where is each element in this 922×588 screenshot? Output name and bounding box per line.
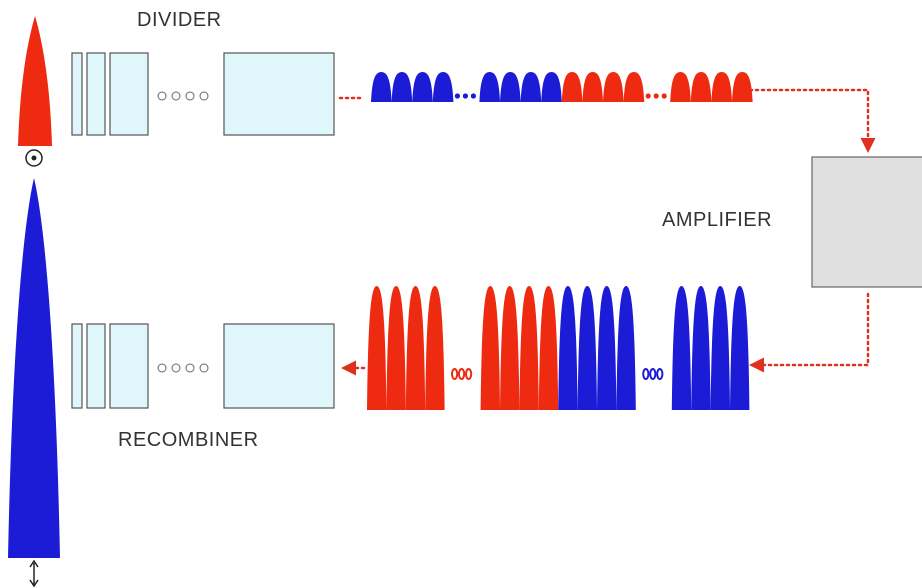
red-pulse — [603, 72, 624, 102]
blue-pulse — [616, 286, 636, 410]
red-pulse — [367, 286, 387, 410]
arrow-amplifier-to-train — [749, 292, 870, 373]
red-pulse — [500, 286, 520, 410]
blue-pulse — [479, 72, 500, 102]
divider-pulse-train — [371, 72, 753, 102]
red-pulse — [561, 72, 583, 102]
blue-pulse — [671, 286, 692, 410]
double-arrow-icon — [29, 559, 39, 588]
blue-pulse — [541, 72, 562, 102]
red-pulse — [519, 286, 539, 410]
red-pulse — [405, 286, 426, 410]
blue-pulse — [432, 72, 454, 102]
amplifier-box — [811, 156, 922, 288]
red-pulse — [386, 286, 406, 410]
red-pulse — [623, 72, 645, 102]
blue-pulse — [520, 72, 542, 102]
blue-pulse — [597, 286, 617, 410]
red-pulse — [732, 72, 753, 102]
pulse-gap-ellipsis — [645, 93, 667, 99]
pulse-gap-ellipsis — [454, 93, 476, 99]
red-pulse — [711, 72, 732, 102]
divider-plates — [71, 52, 335, 136]
red-pulse — [538, 286, 559, 410]
red-pulse — [690, 72, 712, 102]
red-beam-shape — [18, 16, 52, 146]
signal-path-arrows — [338, 88, 876, 376]
blue-beam-shape — [8, 178, 60, 558]
blue-pulse — [391, 72, 413, 102]
arrow-train-to-amplifier — [742, 88, 876, 153]
recombiner-label: RECOMBINER — [118, 429, 259, 451]
blue-pulse — [730, 286, 750, 410]
blue-pulse — [371, 72, 392, 102]
blue-pulse — [412, 72, 433, 102]
blue-pulse — [500, 72, 521, 102]
recombiner-pulse-train — [367, 286, 750, 410]
blue-pulse — [558, 286, 578, 410]
divider-label: DIVIDER — [137, 9, 222, 31]
blue-pulse — [691, 286, 711, 410]
red-pulse — [582, 72, 603, 102]
red-pulse — [480, 286, 500, 410]
blue-pulse — [710, 286, 730, 410]
red-pulse — [670, 72, 691, 102]
pulse-gap-ellipsis — [451, 368, 473, 380]
recombiner-plates — [71, 323, 335, 409]
red-pulse — [425, 286, 445, 410]
amplifier-label: AMPLIFIER — [662, 209, 773, 231]
pulse-gap-ellipsis — [642, 368, 664, 380]
blue-pulse — [577, 286, 597, 410]
beam-direction-icon — [25, 149, 43, 167]
